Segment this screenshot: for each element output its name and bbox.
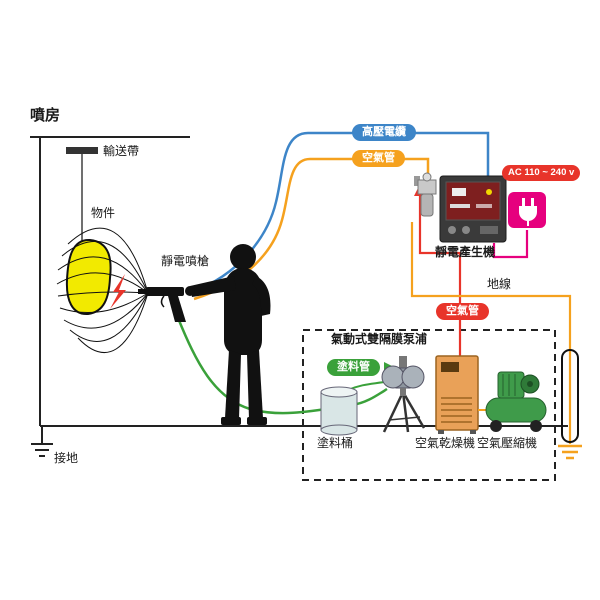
generator-unit [439,175,507,243]
extended-arm [190,276,236,297]
booth-label: 噴房 [30,107,61,124]
air-pipe-mid-label: 空氣管 [436,303,489,320]
power-cable-line [492,230,529,259]
air-filter-unit [414,172,437,217]
power-plug-icon [508,192,546,228]
equipment-dashed-box [302,329,556,481]
paint-pipe-line [176,317,388,415]
paint-pipe-label: 塗料管 [327,359,380,376]
spray-gun-shape [138,287,186,322]
spray-pattern [56,227,149,354]
person-silhouette [185,244,271,425]
spray-gun-label: 靜電噴槍 [161,254,210,268]
air-compressor-shape [485,371,547,432]
workpiece-label: 物件 [91,206,116,220]
ground-wire-line [410,222,572,444]
paint-bucket-shape [320,386,358,436]
diaphragm-pump [381,356,426,433]
generator-label: 靜電產生機 [435,245,496,259]
ground-rod-sleeve [561,349,579,443]
workpiece-shape [65,238,112,316]
pump-label: 氣動式雙隔膜泵浦 [331,332,428,346]
ac-voltage-label: AC 110 ~ 240 v [502,165,581,181]
air-compressor-label: 空氣壓縮機 [477,436,538,450]
hv-cable-label: 高壓電纜 [352,124,416,141]
air-dryer-label: 空氣乾燥機 [415,436,476,450]
conveyor-label: 輸送帶 [103,144,140,158]
ground-symbol-right [558,444,582,460]
air-pipe-top-label: 空氣管 [352,150,405,167]
ground-symbol-left [31,426,53,457]
ground-wire-label: 地線 [487,277,512,291]
air-dryer-shape [435,355,487,434]
hv-cable-line [191,131,490,294]
conveyor-trolley [66,147,98,242]
ground-label: 接地 [54,451,79,465]
lightning-icon [110,274,126,309]
paint-bucket-label: 塗料桶 [317,436,354,450]
